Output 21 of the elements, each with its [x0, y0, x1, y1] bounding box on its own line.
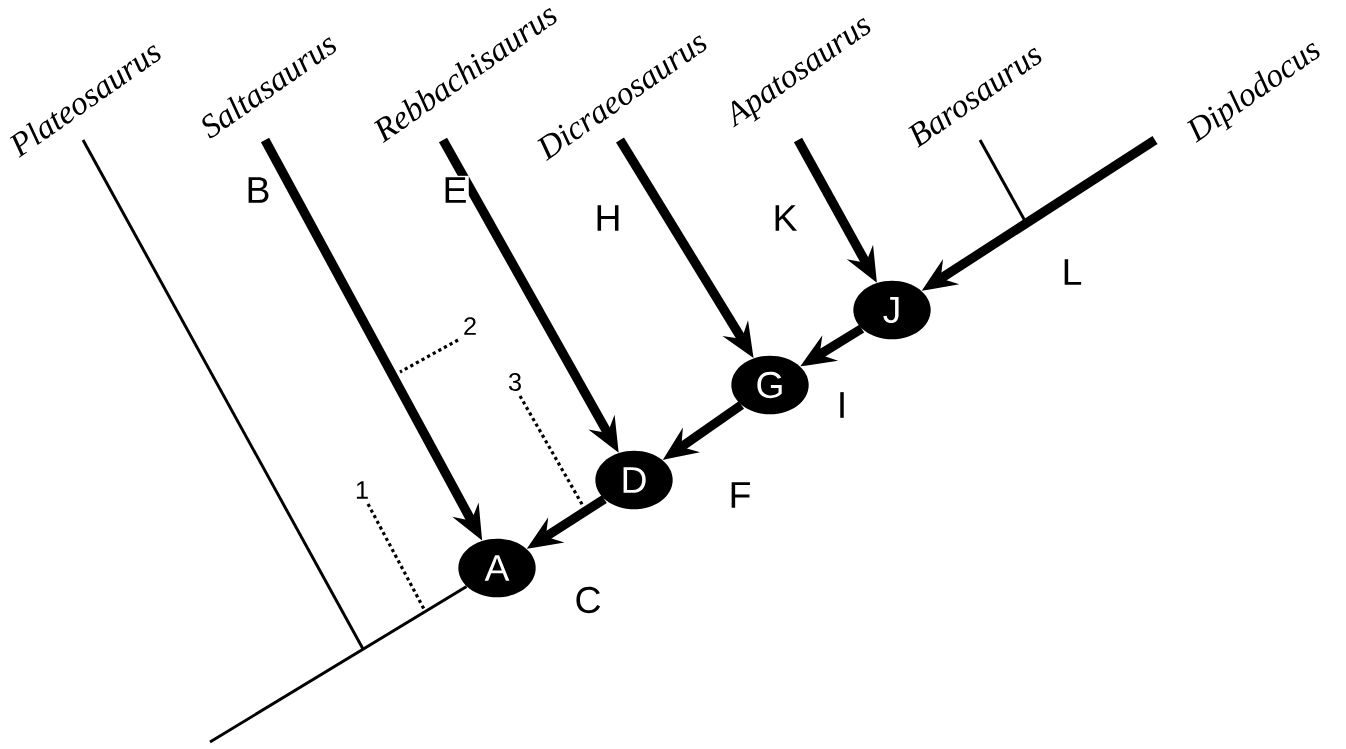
clade-node: D	[595, 450, 673, 510]
callout-number: 2	[464, 317, 476, 335]
edge-label: L	[1060, 257, 1084, 287]
branch-line	[209, 585, 468, 744]
edge-label: H	[593, 203, 623, 233]
edge-label: F	[727, 480, 753, 510]
callout-number: 1	[356, 481, 368, 499]
leader-line	[399, 338, 459, 374]
edge-label: C	[573, 585, 603, 615]
leader-line	[366, 503, 427, 612]
edge-label: E	[441, 175, 469, 205]
clade-node: J	[853, 280, 931, 340]
edge-label: B	[244, 175, 272, 205]
edge-label: I	[835, 390, 849, 420]
leader-line	[518, 395, 585, 507]
branch-line	[81, 139, 365, 650]
clade-node: A	[458, 538, 536, 598]
callout-number: 3	[508, 373, 521, 391]
edge-label: K	[771, 203, 799, 233]
branch-line	[978, 139, 1027, 222]
clade-node: G	[731, 355, 809, 415]
